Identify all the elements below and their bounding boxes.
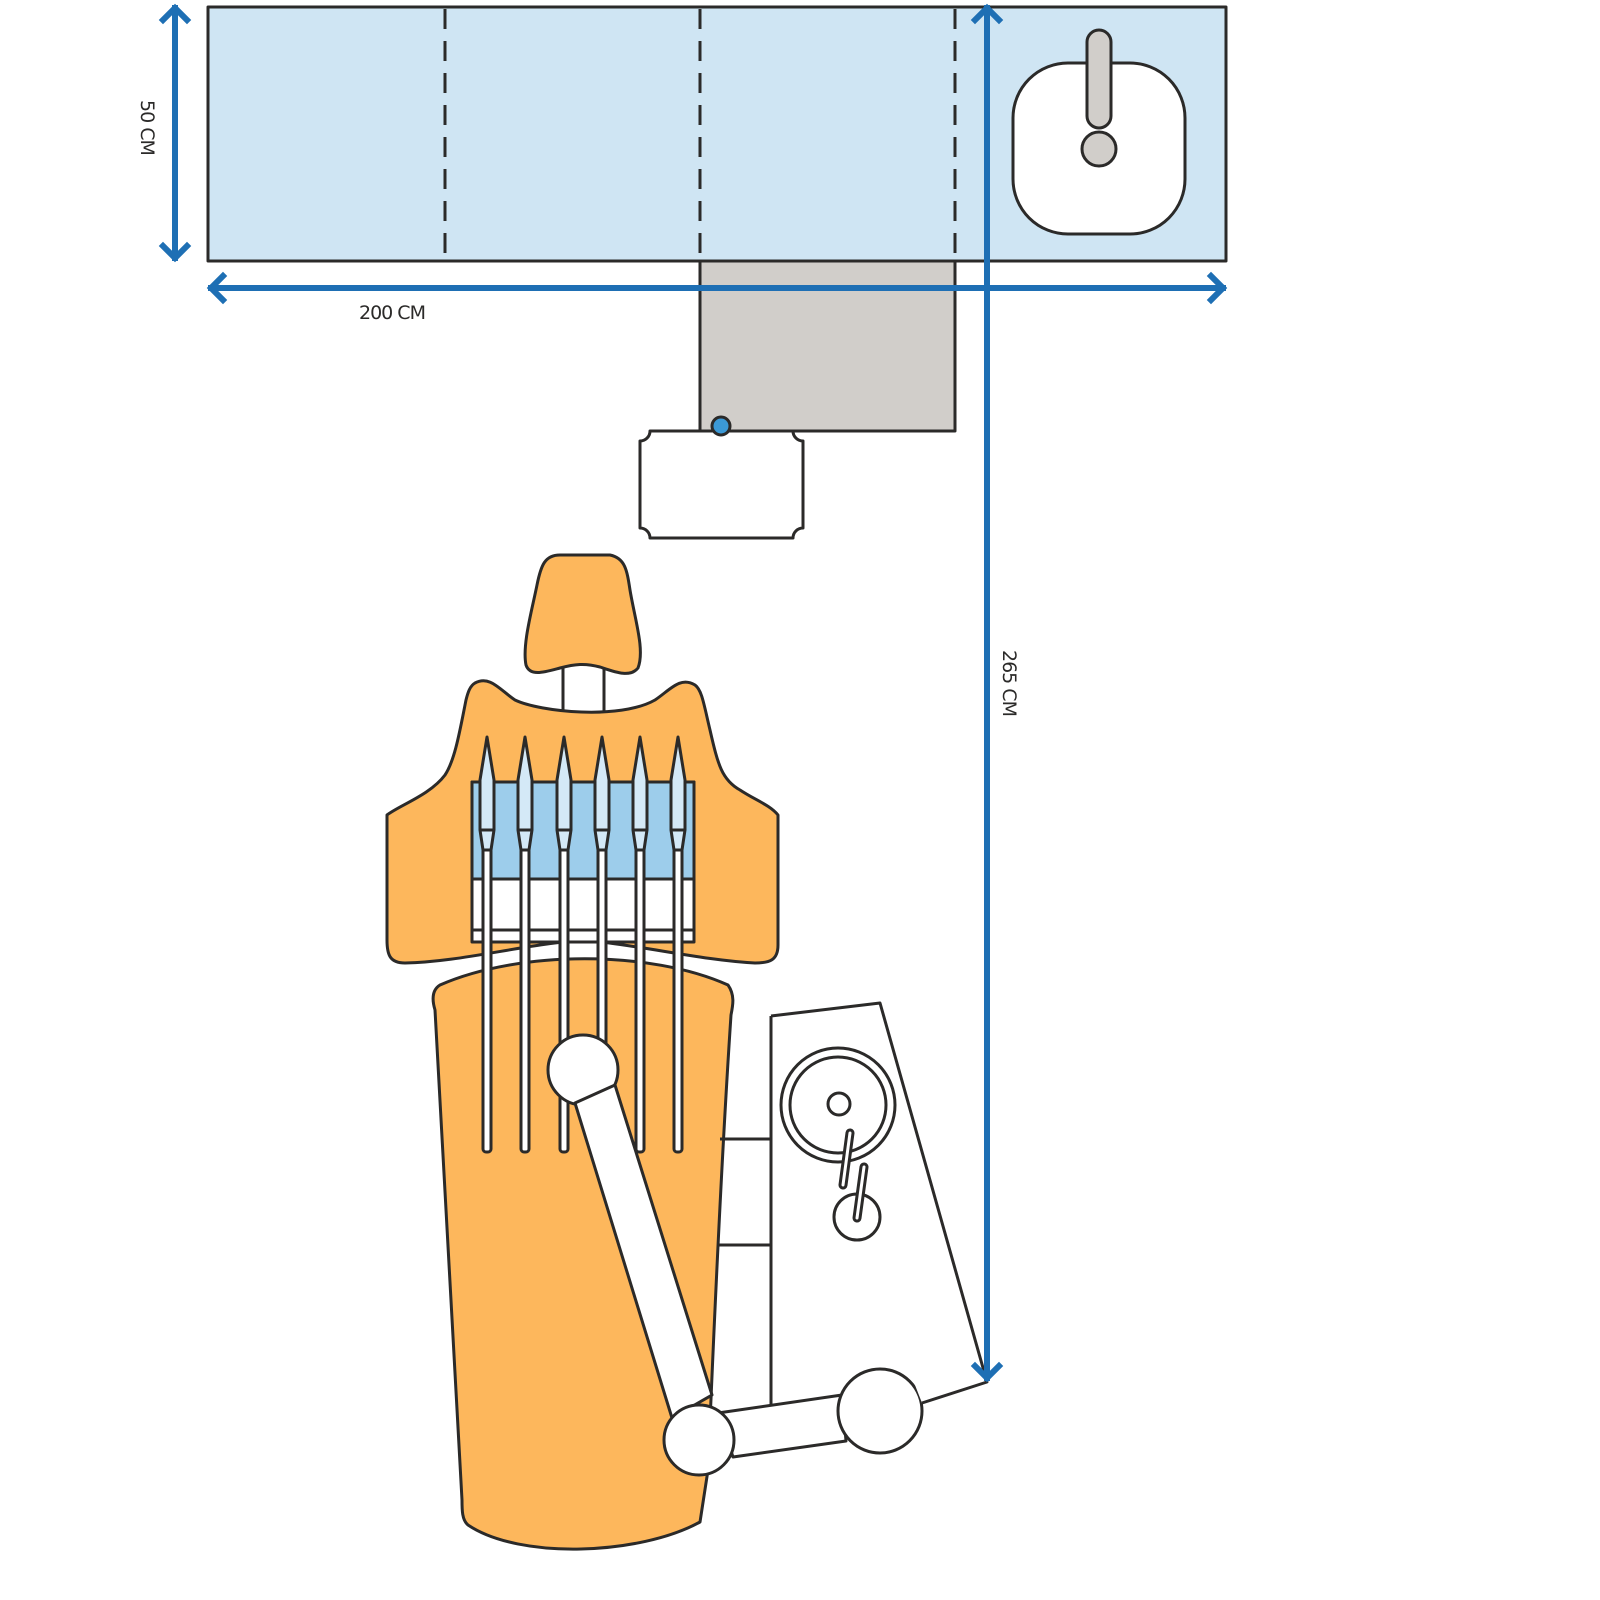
dental-chair xyxy=(385,553,780,1551)
depth-arrow xyxy=(158,3,192,263)
connector-dot xyxy=(710,415,732,437)
width-arrow xyxy=(206,271,1228,305)
drain-icon xyxy=(1080,130,1118,168)
instrument-handpiece-icon[interactable] xyxy=(516,735,534,1154)
instrument-handpiece-icon[interactable] xyxy=(478,735,496,1154)
instrument-tray xyxy=(470,780,696,944)
dental-instruments xyxy=(478,735,687,1154)
length-label: 265 CM xyxy=(998,650,1020,716)
instrument-handpiece-icon[interactable] xyxy=(669,735,687,1154)
width-label: 200 CM xyxy=(359,302,425,324)
delivery-arm xyxy=(546,1033,924,1477)
dental-unit-cabinet xyxy=(718,1001,989,1405)
dimension-arrows xyxy=(158,3,1228,1383)
depth-label: 50 CM xyxy=(136,100,158,155)
instrument-handpiece-icon[interactable] xyxy=(631,735,649,1154)
sink xyxy=(1011,28,1187,236)
length-arrow xyxy=(970,3,1004,1383)
side-table xyxy=(638,429,805,540)
chair-headrest xyxy=(523,553,642,675)
faucet-icon xyxy=(1085,28,1113,130)
